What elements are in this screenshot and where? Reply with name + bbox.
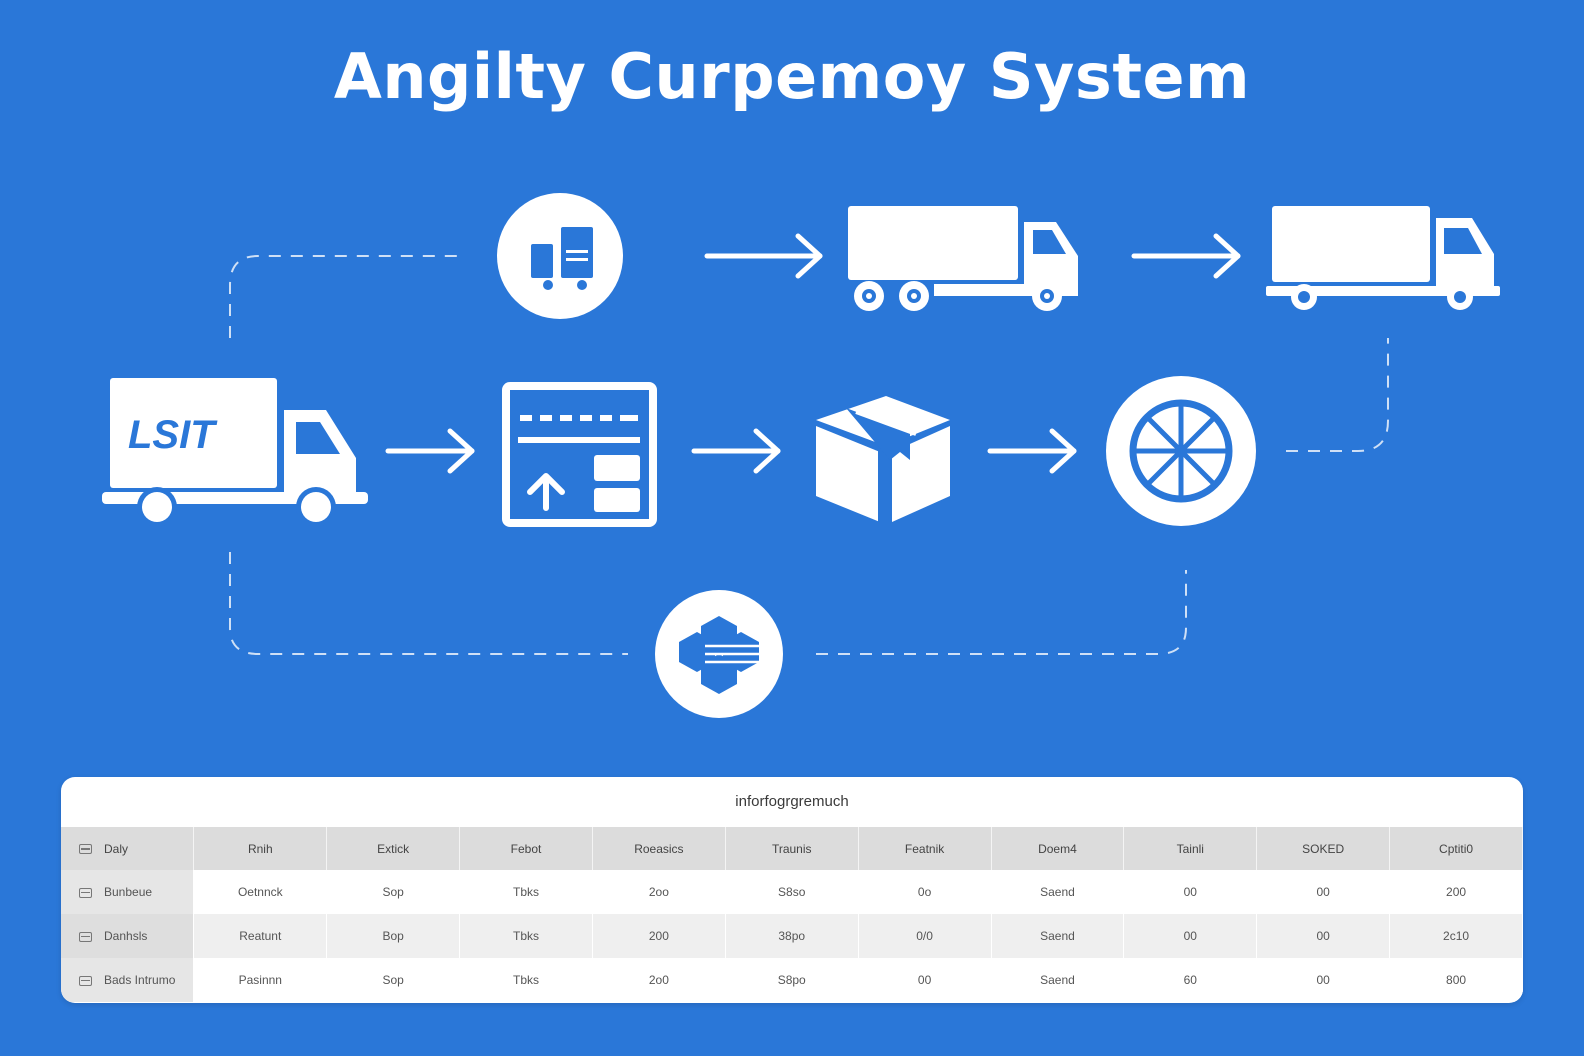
table-cell: 00 xyxy=(1256,870,1391,914)
column-header[interactable]: Extick xyxy=(326,827,461,870)
table-cell: Sop xyxy=(326,870,461,914)
column-header[interactable]: Tainli xyxy=(1123,827,1258,870)
column-header[interactable]: Rnih xyxy=(193,827,328,870)
table-cell: Bunbeue xyxy=(61,870,195,914)
table-cell: 38po xyxy=(725,914,859,958)
process-flow-diagram: LSIT xyxy=(102,193,1500,718)
truck-logo-text: LSIT xyxy=(128,413,218,457)
table-cell: Tbks xyxy=(459,958,593,1002)
page-title: Angilty Curpemoy System xyxy=(333,40,1251,113)
delivery-truck-icon xyxy=(848,206,1078,311)
table-cell: Bads Intrumo xyxy=(61,958,195,1002)
table-cell: Saend xyxy=(991,958,1125,1002)
table-cell: 2oo xyxy=(592,870,726,914)
table-cell: 2c10 xyxy=(1389,914,1523,958)
dashed-connector-bottom-left xyxy=(229,552,628,655)
info-table-panel: inforfogrgremuch Daly Rnih Extick Febot … xyxy=(61,777,1523,1003)
table-cell: 0o xyxy=(858,870,992,914)
dashboard-upload-icon xyxy=(502,382,657,527)
column-header[interactable]: Featnik xyxy=(858,827,992,870)
table-cell: Danhsls xyxy=(61,914,195,958)
table-cell: Saend xyxy=(991,914,1125,958)
package-box-icon xyxy=(816,396,950,522)
arrow-icon xyxy=(987,428,1077,474)
pallet-cart-icon xyxy=(497,193,623,319)
table-row[interactable]: Danhsls Reatunt Bop Tbks 200 38po 0/0 Sa… xyxy=(61,914,1523,958)
table-caption: inforfogrgremuch xyxy=(735,793,849,810)
column-header[interactable]: Traunis xyxy=(725,827,859,870)
table-cell: Tbks xyxy=(459,914,593,958)
table-row[interactable]: Bunbeue Oetnnck Sop Tbks 2oo S8so 0o Sae… xyxy=(61,870,1523,914)
column-header[interactable]: Febot xyxy=(459,827,593,870)
table-cell: Bop xyxy=(326,914,461,958)
table-cell: 00 xyxy=(1123,870,1258,914)
table-icon xyxy=(79,844,92,855)
table-cell: 2o0 xyxy=(592,958,726,1002)
column-header[interactable]: SOKED xyxy=(1256,827,1391,870)
arrow-icon xyxy=(691,428,781,474)
table-cell: 0/0 xyxy=(858,914,992,958)
table-row[interactable]: Bads Intrumo Pasinnn Sop Tbks 2o0 S8po 0… xyxy=(61,958,1523,1002)
table-cell: S8po xyxy=(725,958,859,1002)
table-cell: Tbks xyxy=(459,870,593,914)
table-cell: Pasinnn xyxy=(193,958,328,1002)
cluster-network-icon xyxy=(655,590,783,718)
table-cell: 00 xyxy=(1256,914,1391,958)
table-cell: 00 xyxy=(1256,958,1391,1002)
column-header[interactable]: Daly xyxy=(61,827,195,870)
table-cell: 200 xyxy=(1389,870,1523,914)
column-header[interactable]: Cptiti0 xyxy=(1389,827,1523,870)
dashed-connectors xyxy=(229,255,1389,655)
wheel-icon xyxy=(1106,376,1256,526)
dashed-connector-bottom-right xyxy=(816,570,1187,655)
data-table: Daly Rnih Extick Febot Roeasics Traunis … xyxy=(61,827,1523,1002)
delivery-truck-icon xyxy=(1266,206,1500,310)
table-cell: 00 xyxy=(1123,914,1258,958)
table-cell: Sop xyxy=(326,958,461,1002)
table-cell: 800 xyxy=(1389,958,1523,1002)
row-icon xyxy=(79,975,92,986)
dashed-connector-top-left xyxy=(229,255,466,338)
table-cell: 200 xyxy=(592,914,726,958)
table-cell: 00 xyxy=(858,958,992,1002)
row-icon xyxy=(79,887,92,898)
table-header-row: Daly Rnih Extick Febot Roeasics Traunis … xyxy=(61,827,1523,870)
arrow-icon xyxy=(1131,233,1241,279)
dashed-connector-right xyxy=(1286,338,1389,452)
lsit-truck-icon: LSIT xyxy=(102,378,368,527)
table-cell: Oetnnck xyxy=(193,870,328,914)
table-cell: Saend xyxy=(991,870,1125,914)
column-header[interactable]: Roeasics xyxy=(592,827,726,870)
table-cell: Reatunt xyxy=(193,914,328,958)
table-cell: S8so xyxy=(725,870,859,914)
column-header[interactable]: Doem4 xyxy=(991,827,1125,870)
row-icon xyxy=(79,931,92,942)
arrow-icon xyxy=(704,233,823,279)
table-cell: 60 xyxy=(1123,958,1258,1002)
flow-arrows xyxy=(385,233,1241,474)
arrow-icon xyxy=(385,428,475,474)
